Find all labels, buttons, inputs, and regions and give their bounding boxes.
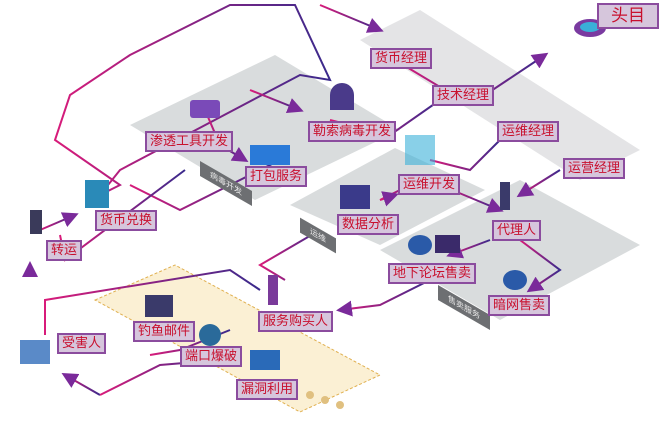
label-currency-exchange: 货币兑换 xyxy=(95,210,158,231)
label-boss: 头目 xyxy=(597,3,659,29)
label-victim: 受害人 xyxy=(57,333,107,354)
label-ops-manager: 运维经理 xyxy=(497,121,560,142)
label-darknet-sale: 暗网售卖 xyxy=(488,295,551,316)
label-agent: 代理人 xyxy=(492,220,542,241)
label-transfer: 转运 xyxy=(46,240,83,261)
label-ops-dev: 运维开发 xyxy=(398,174,461,195)
label-operation-manager: 运营经理 xyxy=(563,158,626,179)
label-pentest-tool-dev: 渗透工具开发 xyxy=(145,131,234,152)
label-vuln-exploit: 漏洞利用 xyxy=(236,379,299,400)
decor-nodes xyxy=(20,19,606,409)
label-data-analysis: 数据分析 xyxy=(337,214,400,235)
label-packaging-service: 打包服务 xyxy=(245,166,308,187)
label-port-bruteforce: 端口爆破 xyxy=(180,346,243,367)
label-tech-manager: 技术经理 xyxy=(432,85,495,106)
label-underground-forum-sale: 地下论坛售卖 xyxy=(388,263,477,284)
platform-sales xyxy=(380,180,640,320)
label-phishing-email: 钓鱼邮件 xyxy=(133,321,196,342)
label-ransomware-dev: 勒索病毒开发 xyxy=(308,121,397,142)
label-currency-manager: 货币经理 xyxy=(370,48,433,69)
label-service-buyer: 服务购买人 xyxy=(258,311,334,332)
